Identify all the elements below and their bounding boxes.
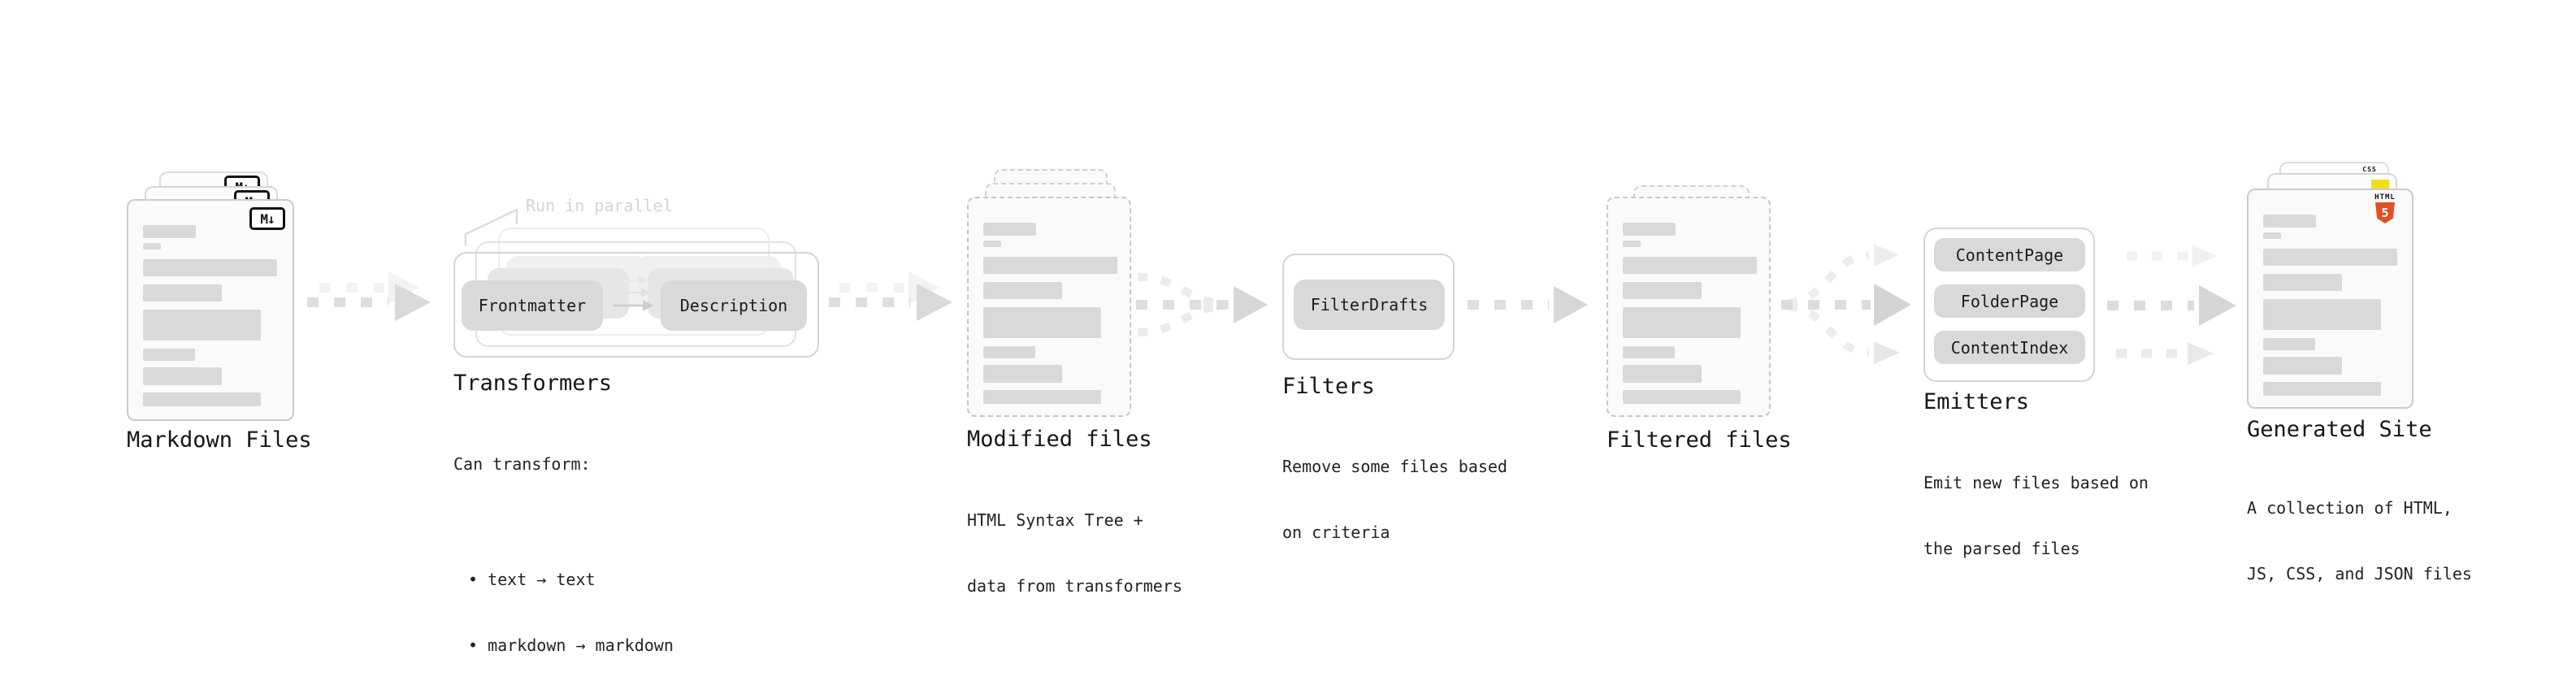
skeleton-line — [983, 307, 1101, 338]
file-card: M↓ — [127, 199, 294, 421]
skeleton-line — [2263, 215, 2316, 228]
file-card: HTML 5 — [2247, 189, 2413, 409]
skeleton-line — [2263, 382, 2381, 396]
description-line: JS, CSS, and JSON files — [2247, 564, 2472, 583]
filtered-files-node — [1607, 185, 1771, 417]
skeleton-line — [143, 367, 222, 385]
arrow-modified-to-filters — [1136, 273, 1268, 336]
filters-label: Filters — [1282, 374, 1375, 399]
skeleton-line — [983, 346, 1035, 358]
arrow-emitters-to-site — [2107, 245, 2236, 365]
transformers-description: Can transform: • text → text • markdown … — [453, 410, 674, 681]
skeleton-line — [143, 243, 161, 249]
frontmatter-box: Frontmatter — [462, 280, 603, 331]
description-line: HTML Syntax Tree + — [967, 510, 1143, 530]
skeleton-line — [2263, 338, 2315, 350]
skeleton-line — [983, 241, 1001, 247]
skeleton-line — [2263, 274, 2342, 291]
arrow-ghost — [319, 271, 419, 304]
description-line: A collection of HTML, — [2247, 498, 2452, 518]
emitters-panel — [1923, 228, 2095, 382]
filters-panel — [1282, 254, 1455, 360]
emitters-description: Emit new files based on the parsed files — [1923, 428, 2149, 604]
contentpage-box: ContentPage — [1934, 238, 2085, 271]
description-line: the parsed files — [1923, 539, 2080, 558]
skeleton-line — [983, 223, 1036, 236]
file-card — [967, 197, 1131, 417]
skeleton-line — [1623, 241, 1641, 247]
skeleton-line — [1623, 223, 1676, 236]
skeleton-line — [983, 390, 1101, 404]
filtered-files-label: Filtered files — [1607, 427, 1792, 453]
skeleton-line — [1623, 346, 1675, 358]
modified-files-node — [967, 169, 1131, 417]
contentindex-box: ContentIndex — [1934, 331, 2085, 364]
skeleton-line — [2263, 249, 2397, 266]
file-card — [1607, 197, 1771, 417]
description-box: Description — [661, 280, 807, 331]
skeleton-line — [1623, 390, 1741, 404]
filterdrafts-box: FilterDrafts — [1294, 280, 1445, 330]
skeleton-line — [983, 365, 1062, 383]
description-line: Remove some files based — [1282, 457, 1507, 476]
filters-description: Remove some files based on criteria — [1282, 412, 1507, 588]
skeleton-line — [143, 225, 196, 238]
transformers-panel — [453, 252, 819, 358]
modified-files-label: Modified files — [967, 427, 1152, 452]
arrow-transformers-to-modified — [829, 271, 952, 321]
arrow-ghost — [839, 271, 939, 304]
markdown-badge: M↓ — [249, 207, 285, 230]
html5-shield-icon: 5 — [2375, 202, 2395, 223]
js-badge — [2371, 180, 2389, 189]
folderpage-box: FolderPage — [1934, 284, 2085, 318]
arrow-filtered-to-emitters — [1781, 244, 1911, 364]
skeleton-line — [143, 259, 277, 276]
transform-bullets: • text → text • markdown → markdown • ht… — [453, 525, 674, 681]
emitters-label: Emitters — [1923, 389, 2030, 414]
run-in-parallel-annotation: Run in parallel — [526, 196, 673, 215]
markdown-files-label: Markdown Files — [127, 427, 312, 453]
skeleton-line — [143, 393, 261, 406]
bullet-item: • text → text — [468, 570, 596, 589]
skeleton-line — [2263, 299, 2381, 330]
skeleton-line — [2263, 357, 2342, 375]
skeleton-line — [143, 310, 261, 340]
generated-site-node: CSS HTML 5 — [2247, 162, 2413, 409]
markdown-files-node: M↓ M↓ M↓ — [127, 171, 294, 421]
modified-files-description: HTML Syntax Tree + data from transformer… — [967, 466, 1182, 641]
generated-site-label: Generated Site — [2247, 417, 2432, 442]
arrow-filters-to-filtered — [1468, 286, 1588, 323]
skeleton-line — [143, 349, 195, 361]
html5-badge: HTML 5 — [2366, 193, 2404, 223]
arrow-markdown-to-transformers — [307, 271, 431, 321]
skeleton-line — [1623, 282, 1702, 299]
skeleton-line — [983, 257, 1117, 274]
description-line: data from transformers — [967, 576, 1182, 596]
bullet-item: • markdown → markdown — [468, 635, 674, 655]
transformers-label: Transformers — [453, 371, 613, 396]
description-line: on criteria — [1282, 523, 1390, 542]
skeleton-line — [1623, 365, 1702, 383]
skeleton-line — [2263, 232, 2281, 239]
description-line: Can transform: — [453, 454, 591, 474]
skeleton-line — [983, 282, 1062, 299]
description-line: Emit new files based on — [1923, 473, 2149, 492]
skeleton-line — [1623, 307, 1741, 338]
generated-site-description: A collection of HTML, JS, CSS, and JSON … — [2247, 453, 2472, 629]
skeleton-line — [143, 284, 222, 301]
skeleton-line — [1623, 257, 1757, 274]
